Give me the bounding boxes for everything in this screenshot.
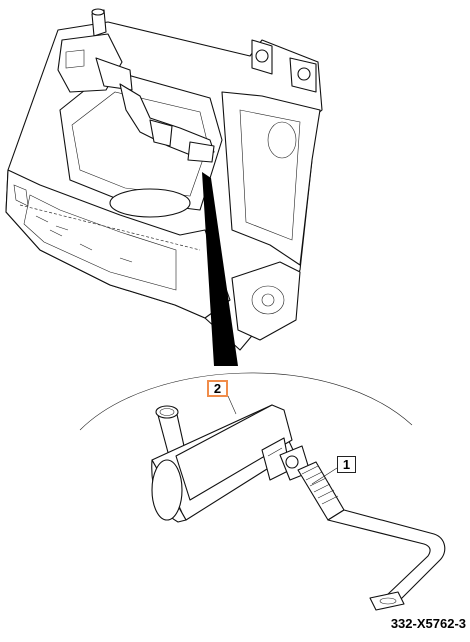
leader-arrow — [202, 172, 238, 366]
exhaust-pipe-part — [279, 445, 446, 611]
callout-muffler-number: 2 — [207, 380, 228, 397]
callout-leaders — [227, 395, 338, 485]
machine-chassis — [5, 8, 323, 351]
detail-view-circle — [79, 372, 413, 431]
figure-id-label: 332-X5762-3 — [390, 616, 466, 631]
muffler-part — [151, 404, 295, 523]
callout-exhaust-pipe-number: 1 — [337, 456, 356, 473]
